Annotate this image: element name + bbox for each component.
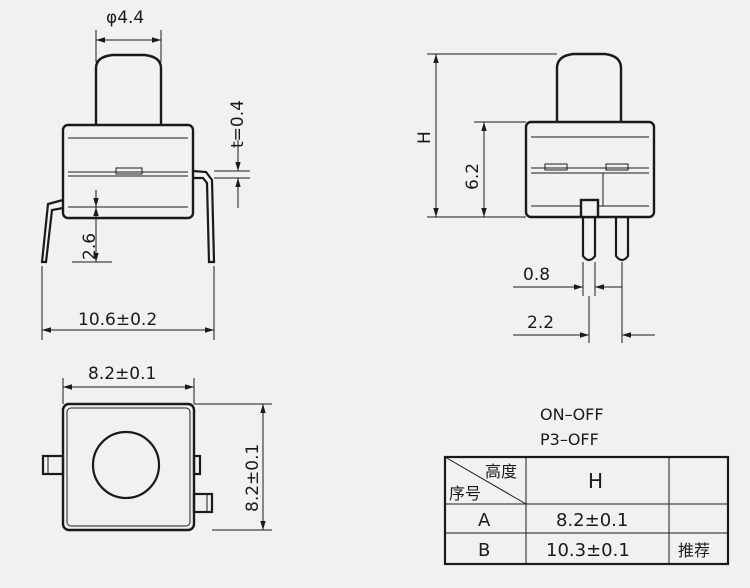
caption-on-off: ON–OFF — [540, 405, 604, 424]
top-view: 8.2±0.1 8.2±0.1 — [41, 364, 272, 532]
front-right-lead — [192, 169, 216, 264]
row-b-id: B — [478, 540, 490, 561]
row-a-id: A — [478, 510, 491, 531]
side-view: H 6.2 0.8 2.2 — [415, 52, 656, 343]
front-width-label: 10.6±0.2 — [78, 310, 157, 330]
front-actuator — [94, 53, 163, 125]
side-actuator — [555, 52, 623, 122]
row-a-h: 8.2±0.1 — [556, 510, 628, 531]
body-height-label: 6.2 — [463, 163, 483, 190]
diameter-label: φ4.4 — [106, 8, 144, 28]
top-housing — [61, 402, 196, 532]
row-b-note: 推荐 — [678, 541, 710, 560]
side-pin-right — [614, 217, 630, 262]
top-depth-label: 8.2±0.1 — [243, 444, 263, 512]
row-b-h: 10.3±0.1 — [546, 540, 630, 561]
front-view: φ4.4 t=0.4 2.6 10.6±0.2 — [40, 8, 250, 340]
variant-table: ON–OFF P3–OFF 高度 序号 H A 8.2±0.1 B 10.3±0… — [443, 405, 730, 566]
header-height: 高度 — [485, 462, 517, 481]
pin-pitch-label: 2.2 — [527, 313, 554, 333]
top-actuator — [91, 430, 161, 500]
height-label: H — [415, 131, 435, 144]
header-h: H — [588, 469, 603, 493]
caption-p3-off: P3–OFF — [540, 430, 599, 449]
pin-width-label: 0.8 — [523, 265, 550, 285]
thickness-label: t=0.4 — [228, 100, 248, 148]
header-index: 序号 — [449, 484, 481, 503]
top-width-label: 8.2±0.1 — [88, 364, 156, 384]
pin-height-label: 2.6 — [80, 233, 100, 260]
side-pin-left — [581, 217, 597, 262]
front-left-lead — [40, 198, 64, 264]
